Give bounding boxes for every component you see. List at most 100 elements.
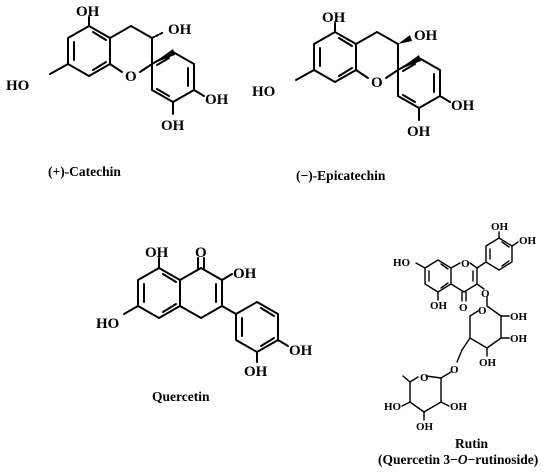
rutin-sub-suffix: −rutinoside) [468,452,539,467]
rutin-rhamnose-ring [409,376,442,413]
quercetin-b-link [221,305,237,315]
rutin-glc-oh1-label: OH [510,311,528,323]
quercetin-ring-b-double-3 [260,337,275,347]
epicatechin-ring-b-double-3 [402,63,416,72]
rutin-rha-oh1-label: OH [450,401,468,413]
rutin-glc-o6-bond [456,349,463,363]
quercetin-7-ho-label: HO [96,316,119,332]
rutin-ring-a-double-3 [440,282,449,289]
epicatechin-caption: (−)-Epicatechin [296,168,386,183]
rutin-sub-prefix: (Quercetin 3− [378,452,458,467]
catechin-caption: (+)-Catechin [48,164,121,179]
catechin-wedge-bond [152,49,175,64]
quercetin-structure: OH O OH HO OH OH Quercetin [96,245,313,404]
catechin-ring-a-double-2 [92,31,107,41]
catechin-ring-c-top [109,25,153,39]
catechin-bonds [49,16,205,115]
catechin-ring-c-o-left [109,63,123,73]
catechin-3-oh-label: OH [168,22,192,38]
rutin-ring-b-double-2 [501,241,510,248]
quercetin-ring-c [179,267,223,319]
rutin-glc-oh2-label: OH [510,333,528,345]
rutin-rha-oh2-label: OH [416,421,434,433]
catechin-structure: OH HO OH O OH OH (+)-Catechin [6,4,229,179]
quercetin-3p-oh-label: OH [244,364,268,380]
rutin-glc-oh3-label: OH [479,357,497,369]
catechin-4p-oh-label: OH [205,92,229,108]
catechin-ring-b-double-2 [156,88,170,97]
rutin-sub-italic: O [458,452,468,467]
epicatechin-3-oh-label: OH [414,28,438,44]
epicatechin-4p-oh-label: OH [451,98,475,114]
rutin-ring-c [450,267,478,293]
catechin-ring-o-label: O [125,69,137,85]
rutin-rha-o-bond [425,375,442,379]
epicatechin-5-oh-label: OH [322,10,346,26]
quercetin-4p-oh-label: OH [289,343,313,359]
quercetin-3-oh-label: OH [233,266,257,282]
epicatechin-ring-o-label: O [371,75,383,91]
epicatechin-ring-c-top [355,31,399,45]
rutin-caption: Rutin [455,436,489,451]
epicatechin-3-oh-wedge [398,35,412,44]
rutin-caption-subtitle: (Quercetin 3−O−rutinoside) [378,452,538,467]
rutin-3-o-bond [476,283,485,290]
rutin-rha-ring-o-label: O [420,372,429,384]
quercetin-3-oh-bond [221,273,233,281]
rutin-4p-oh-label: OH [519,235,537,247]
epicatechin-4p-oh-bond [439,95,451,103]
epicatechin-wedge-bond [398,55,421,70]
quercetin-7-oh-bond [123,305,139,315]
rutin-b-link [476,261,487,269]
rutin-7-ho-label: HO [393,257,411,269]
quercetin-caption: Quercetin [152,389,210,404]
rutin-ring-a-double-2 [440,263,449,270]
rutin-glc-o6-label: O [450,364,459,376]
catechin-3p-oh-label: OH [161,118,185,134]
rutin-ring-o-label: O [461,258,470,270]
epicatechin-ring-b-double-2 [402,94,416,103]
rutin-5-oh-label: OH [430,300,448,312]
rutin-ring-b-double-3 [501,260,510,267]
quercetin-carbonyl-o-label: O [195,245,207,261]
rutin-structure: OH OH O HO O OH O O OH OH OH O O OH OH H… [378,221,538,467]
quercetin-bonds [123,257,289,363]
rutin-rha-oh1-bond [440,401,450,407]
epicatechin-ring-a-double-3 [338,67,353,77]
catechin-7-oh-bond [49,63,69,75]
rutin-glc-c6-bond [461,337,471,351]
epicatechin-7-oh-bond [295,69,315,81]
rutin-carbonyl-o-label: O [459,302,468,314]
rutin-bonds [401,231,519,421]
rutin-ring-c-o1 [450,262,461,269]
epicatechin-ring-a-double-2 [338,37,353,47]
rutin-4p-oh-bond [511,241,519,247]
rutin-rha-ho-label: HO [384,401,402,413]
epicatechin-ring-c-o-right [385,69,399,79]
catechin-ring-c-o-right [139,63,153,73]
rutin-7-oh-bond [415,262,426,269]
rutin-3p-oh-label: OH [491,221,509,233]
epicatechin-structure: OH HO OH O OH OH (−)-Epicatechin [252,10,475,183]
rutin-3-o-label: O [481,288,490,300]
quercetin-4p-oh-bond [277,339,289,347]
rutin-rha-oh3-bond [401,401,411,407]
rutin-ring-c-o2 [469,262,478,269]
catechin-ring-a-double-3 [92,61,107,71]
quercetin-5-oh-label: OH [145,245,169,261]
catechin-3-oh-hashed [151,31,165,39]
catechin-4p-oh-bond [193,89,205,97]
rutin-glc-ring-o-label: O [478,305,487,317]
catechin-5-oh-label: OH [76,4,100,20]
rutin-rha-link [440,371,452,379]
epicatechin-3p-oh-label: OH [407,124,431,140]
quercetin-ring-a-double-3 [162,303,177,313]
quercetin-ring-b-double-2 [260,307,275,317]
catechin-ring-b-double-3 [156,57,170,66]
catechin-7-ho-label: HO [6,78,29,94]
rutin-rha-methyl [402,375,411,383]
epicatechin-ring-c-o-left [355,69,369,79]
epicatechin-7-ho-label: HO [252,84,275,100]
